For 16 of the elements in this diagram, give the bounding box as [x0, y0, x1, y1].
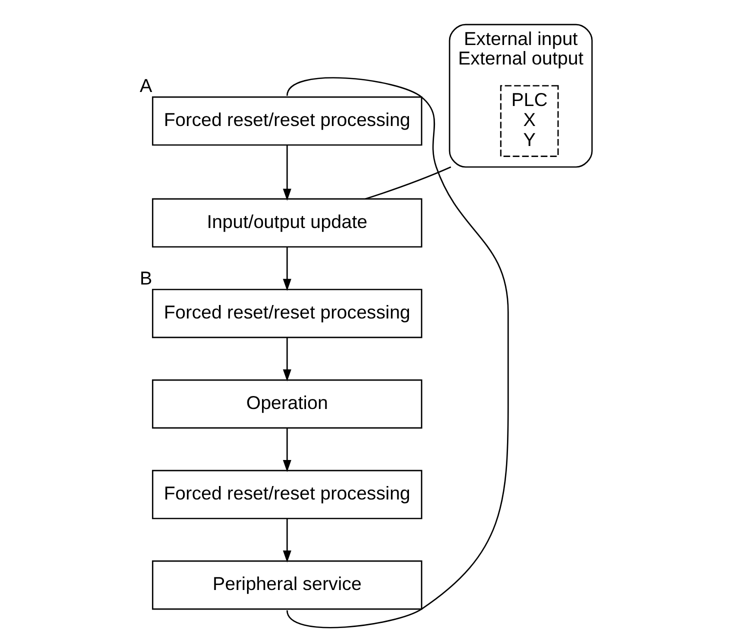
arrow	[282, 145, 292, 201]
node-box: PLC X Y	[500, 85, 559, 157]
node-box: Forced reset/reset processing	[152, 96, 422, 146]
node-box: Forced reset/reset processing	[152, 288, 422, 338]
node-box: Forced reset/reset processing	[152, 470, 422, 520]
connector	[365, 166, 452, 200]
node-box: Input/output update	[152, 198, 422, 248]
arrow	[282, 518, 292, 562]
connector	[286, 77, 509, 628]
arrow	[282, 338, 292, 382]
arrow	[282, 247, 292, 291]
node-box: Peripheral service	[152, 560, 422, 610]
node-label: A	[140, 75, 152, 96]
node-box: Operation	[152, 379, 422, 429]
arrow	[282, 428, 292, 472]
node-label: B	[140, 267, 152, 288]
